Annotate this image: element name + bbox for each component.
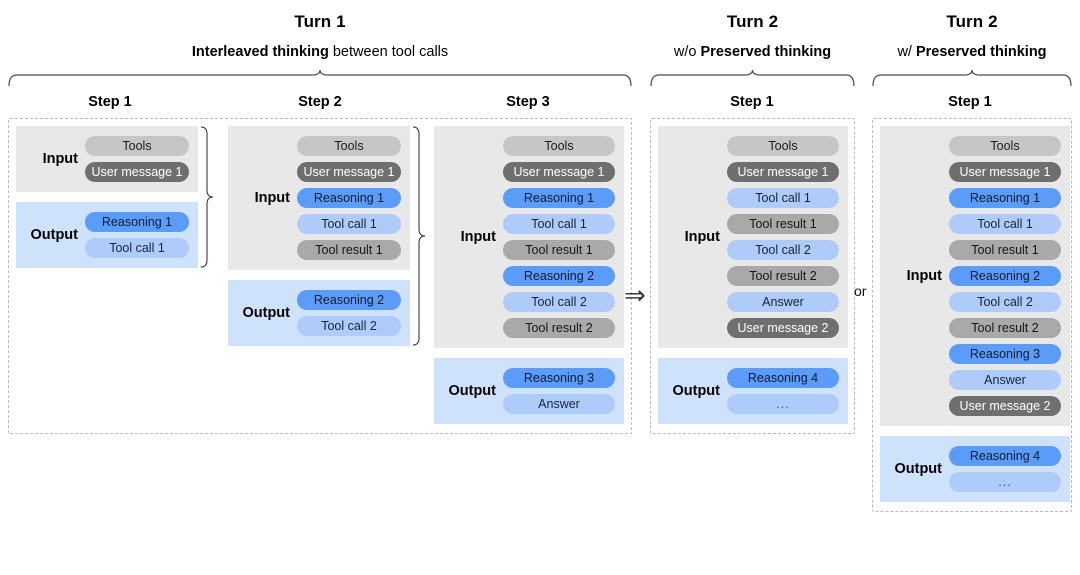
output-items-turn2-without-0: Reasoning 4... bbox=[727, 368, 848, 414]
pill-tools: Tools bbox=[949, 136, 1061, 156]
pill-reason: Reasoning 1 bbox=[503, 188, 615, 208]
pill-toolresult: Tool result 1 bbox=[503, 240, 615, 260]
pill-user: User message 1 bbox=[297, 162, 401, 182]
pill-reason: Reasoning 4 bbox=[727, 368, 839, 388]
step-brace-1 bbox=[412, 126, 426, 346]
pill-user: User message 2 bbox=[949, 396, 1061, 416]
pill-tools: Tools bbox=[727, 136, 839, 156]
transition-arrow-icon: ⇒ bbox=[624, 280, 646, 310]
output-items-turn1-2: Reasoning 3 Answer bbox=[503, 368, 624, 414]
step-title-turn1-2: Step 3 bbox=[506, 94, 550, 110]
group-brace-turn1 bbox=[8, 69, 632, 87]
output-block-turn2-with-0: Output Reasoning 4... bbox=[880, 436, 1070, 502]
step-title-turn2-with-0: Step 1 bbox=[948, 94, 992, 110]
output-label-turn1-2: Output bbox=[448, 383, 496, 399]
input-label-turn2-with-0: Input bbox=[906, 268, 942, 284]
group-container-turn2-with bbox=[872, 118, 1072, 512]
step-title-turn1-1: Step 2 bbox=[298, 94, 342, 110]
pill-reason: Reasoning 3 bbox=[503, 368, 615, 388]
pill-toolcall: Tool call 2 bbox=[297, 316, 401, 336]
step-title-turn1-0: Step 1 bbox=[88, 94, 132, 110]
pill-toolresult: Tool result 1 bbox=[727, 214, 839, 234]
pill-user: User message 1 bbox=[727, 162, 839, 182]
pill-answer: Answer bbox=[949, 370, 1061, 390]
pill-reason: Reasoning 3 bbox=[949, 344, 1061, 364]
pill-answer: Answer bbox=[503, 394, 615, 414]
pill-toolresult: Tool result 2 bbox=[727, 266, 839, 286]
output-label-turn2-with-0: Output bbox=[894, 461, 942, 477]
pill-toolcall: Tool call 1 bbox=[949, 214, 1061, 234]
group-subtitle-turn1: Interleaved thinking between tool calls bbox=[191, 44, 449, 60]
pill-reason: Reasoning 1 bbox=[297, 188, 401, 208]
pill-reason: Reasoning 4 bbox=[949, 446, 1061, 466]
output-label-turn1-0: Output bbox=[30, 227, 78, 243]
output-label-turn1-1: Output bbox=[242, 305, 290, 321]
pill-tools: Tools bbox=[297, 136, 401, 156]
pill-tools: Tools bbox=[503, 136, 615, 156]
pill-reason: Reasoning 1 bbox=[949, 188, 1061, 208]
group-title-turn1: Turn 1 bbox=[294, 12, 346, 31]
output-block-turn1-2: Output Reasoning 3 Answer bbox=[434, 358, 624, 424]
pill-tools: Tools bbox=[85, 136, 189, 156]
pill-user: User message 1 bbox=[85, 162, 189, 182]
step-brace-0 bbox=[200, 126, 214, 268]
output-items-turn2-with-0: Reasoning 4... bbox=[949, 446, 1070, 492]
pill-toolcall: Tool call 2 bbox=[727, 240, 839, 260]
pill-toolresult: Tool result 2 bbox=[949, 318, 1061, 338]
pill-answer: Answer bbox=[727, 292, 839, 312]
pill-toolcall: Tool call 2 bbox=[503, 292, 615, 312]
pill-reason: Reasoning 2 bbox=[503, 266, 615, 286]
pill-toolresult: Tool result 1 bbox=[297, 240, 401, 260]
input-label-turn1-0: Input bbox=[42, 151, 78, 167]
pill-reason: Reasoning 2 bbox=[949, 266, 1061, 286]
output-block-turn2-without-0: Output Reasoning 4... bbox=[658, 358, 848, 424]
output-block-turn1-0: Output Reasoning 1 Tool call 1 bbox=[16, 202, 198, 268]
input-label-turn1-1: Input bbox=[254, 190, 290, 206]
output-items-turn1-0: Reasoning 1 Tool call 1 bbox=[85, 212, 198, 258]
output-block-turn1-1: Output Reasoning 2 Tool call 2 bbox=[228, 280, 410, 346]
group-container-turn1 bbox=[8, 118, 632, 434]
pill-toolcall: Tool call 1 bbox=[727, 188, 839, 208]
pill-user: User message 2 bbox=[727, 318, 839, 338]
pill-toolcall: Tool call 2 bbox=[949, 292, 1061, 312]
pill-toolcall: Tool call 1 bbox=[503, 214, 615, 234]
input-label-turn1-2: Input bbox=[460, 229, 496, 245]
pill-reason: Reasoning 2 bbox=[297, 290, 401, 310]
group-subtitle-turn2-without: w/o Preserved thinking bbox=[673, 44, 832, 60]
group-title-turn2-without: Turn 2 bbox=[726, 12, 779, 31]
group-title-turn2-with: Turn 2 bbox=[946, 12, 998, 31]
pill-toolresult: Tool result 2 bbox=[503, 318, 615, 338]
or-connector-label: or bbox=[854, 283, 867, 299]
pill-user: User message 1 bbox=[949, 162, 1061, 182]
pill-toolcall: Tool call 1 bbox=[85, 238, 189, 258]
input-label-turn2-without-0: Input bbox=[684, 229, 720, 245]
output-items-turn1-1: Reasoning 2 Tool call 2 bbox=[297, 290, 410, 336]
pill-ellipsis: ... bbox=[727, 394, 839, 414]
group-subtitle-turn2-with: w/ Preserved thinking bbox=[897, 44, 1047, 60]
pill-user: User message 1 bbox=[503, 162, 615, 182]
group-brace-turn2-with bbox=[872, 69, 1072, 87]
pill-reason: Reasoning 1 bbox=[85, 212, 189, 232]
pill-ellipsis: ... bbox=[949, 472, 1061, 492]
pill-toolresult: Tool result 1 bbox=[949, 240, 1061, 260]
pill-toolcall: Tool call 1 bbox=[297, 214, 401, 234]
output-label-turn2-without-0: Output bbox=[672, 383, 720, 399]
step-title-turn2-without-0: Step 1 bbox=[730, 94, 774, 110]
group-container-turn2-without bbox=[650, 118, 855, 434]
group-brace-turn2-without bbox=[650, 69, 855, 87]
